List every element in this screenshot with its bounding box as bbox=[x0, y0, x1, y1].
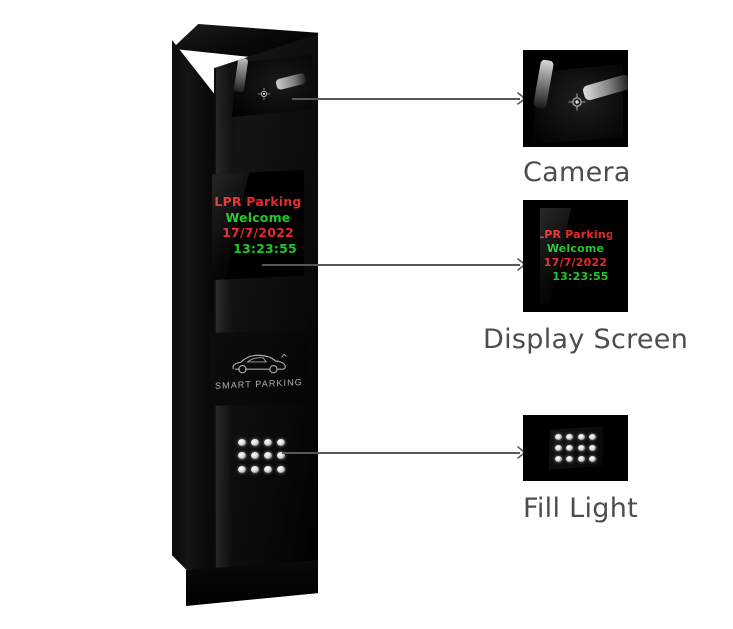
callout-display-screen[interactable]: LPR Parking Welcome 17/7/2022 13:23:55 D… bbox=[483, 200, 688, 355]
led bbox=[588, 445, 596, 451]
lpr-parking-kiosk: LPR Parking Welcome 17/7/2022 13:23:55 S… bbox=[0, 0, 360, 629]
led bbox=[577, 434, 585, 440]
led bbox=[566, 445, 574, 451]
camera-lens-icon bbox=[565, 90, 589, 114]
led bbox=[555, 456, 563, 462]
kiosk-fill-light-panel bbox=[230, 430, 292, 482]
callout-fill-light[interactable]: Fill Light bbox=[523, 415, 639, 524]
display-line-date: 17/7/2022 bbox=[543, 256, 608, 269]
callout-label-display-screen: Display Screen bbox=[483, 324, 689, 355]
led bbox=[250, 465, 259, 473]
led bbox=[566, 456, 574, 462]
led bbox=[237, 465, 246, 473]
led bbox=[237, 452, 246, 460]
display-line-title: LPR Parking bbox=[214, 194, 302, 209]
led bbox=[263, 465, 272, 473]
display-line-title: LPR Parking bbox=[539, 228, 612, 242]
led bbox=[276, 439, 285, 447]
display-line-welcome: Welcome bbox=[225, 209, 291, 225]
led bbox=[237, 439, 246, 447]
led bbox=[555, 445, 563, 451]
kiosk-front-face bbox=[214, 34, 318, 602]
led bbox=[276, 452, 285, 460]
display-line-date: 17/7/2022 bbox=[222, 225, 294, 240]
led bbox=[577, 445, 585, 451]
kiosk-side-face bbox=[172, 40, 216, 600]
display-screen-thumbnail: LPR Parking Welcome 17/7/2022 13:23:55 bbox=[523, 200, 628, 312]
display-screen-detail: LPR Parking Welcome 17/7/2022 13:23:55 bbox=[539, 208, 612, 304]
led bbox=[263, 452, 272, 460]
led bbox=[263, 439, 272, 447]
led bbox=[588, 456, 596, 462]
callout-label-camera: Camera bbox=[523, 157, 631, 188]
led bbox=[588, 434, 596, 440]
smart-parking-label: SMART PARKING bbox=[215, 376, 303, 391]
display-line-welcome: Welcome bbox=[546, 242, 605, 256]
callout-camera[interactable]: Camera bbox=[523, 50, 631, 188]
display-screen-content: LPR Parking Welcome 17/7/2022 13:23:55 bbox=[212, 170, 304, 280]
smart-parking-logo-panel: SMART PARKING bbox=[210, 330, 308, 406]
display-line-time: 13:23:55 bbox=[233, 240, 297, 256]
led bbox=[250, 439, 259, 447]
led bbox=[276, 465, 285, 473]
car-icon bbox=[232, 353, 287, 373]
fill-light-thumbnail bbox=[523, 415, 628, 481]
callout-label-fill-light: Fill Light bbox=[523, 493, 639, 524]
led-grid-icon bbox=[548, 426, 603, 470]
led bbox=[577, 456, 585, 462]
led bbox=[555, 434, 563, 440]
camera-lens-icon bbox=[256, 86, 272, 102]
camera-thumbnail bbox=[523, 50, 628, 147]
led bbox=[250, 452, 259, 460]
display-line-time: 13:23:55 bbox=[552, 269, 609, 283]
led bbox=[566, 434, 574, 440]
